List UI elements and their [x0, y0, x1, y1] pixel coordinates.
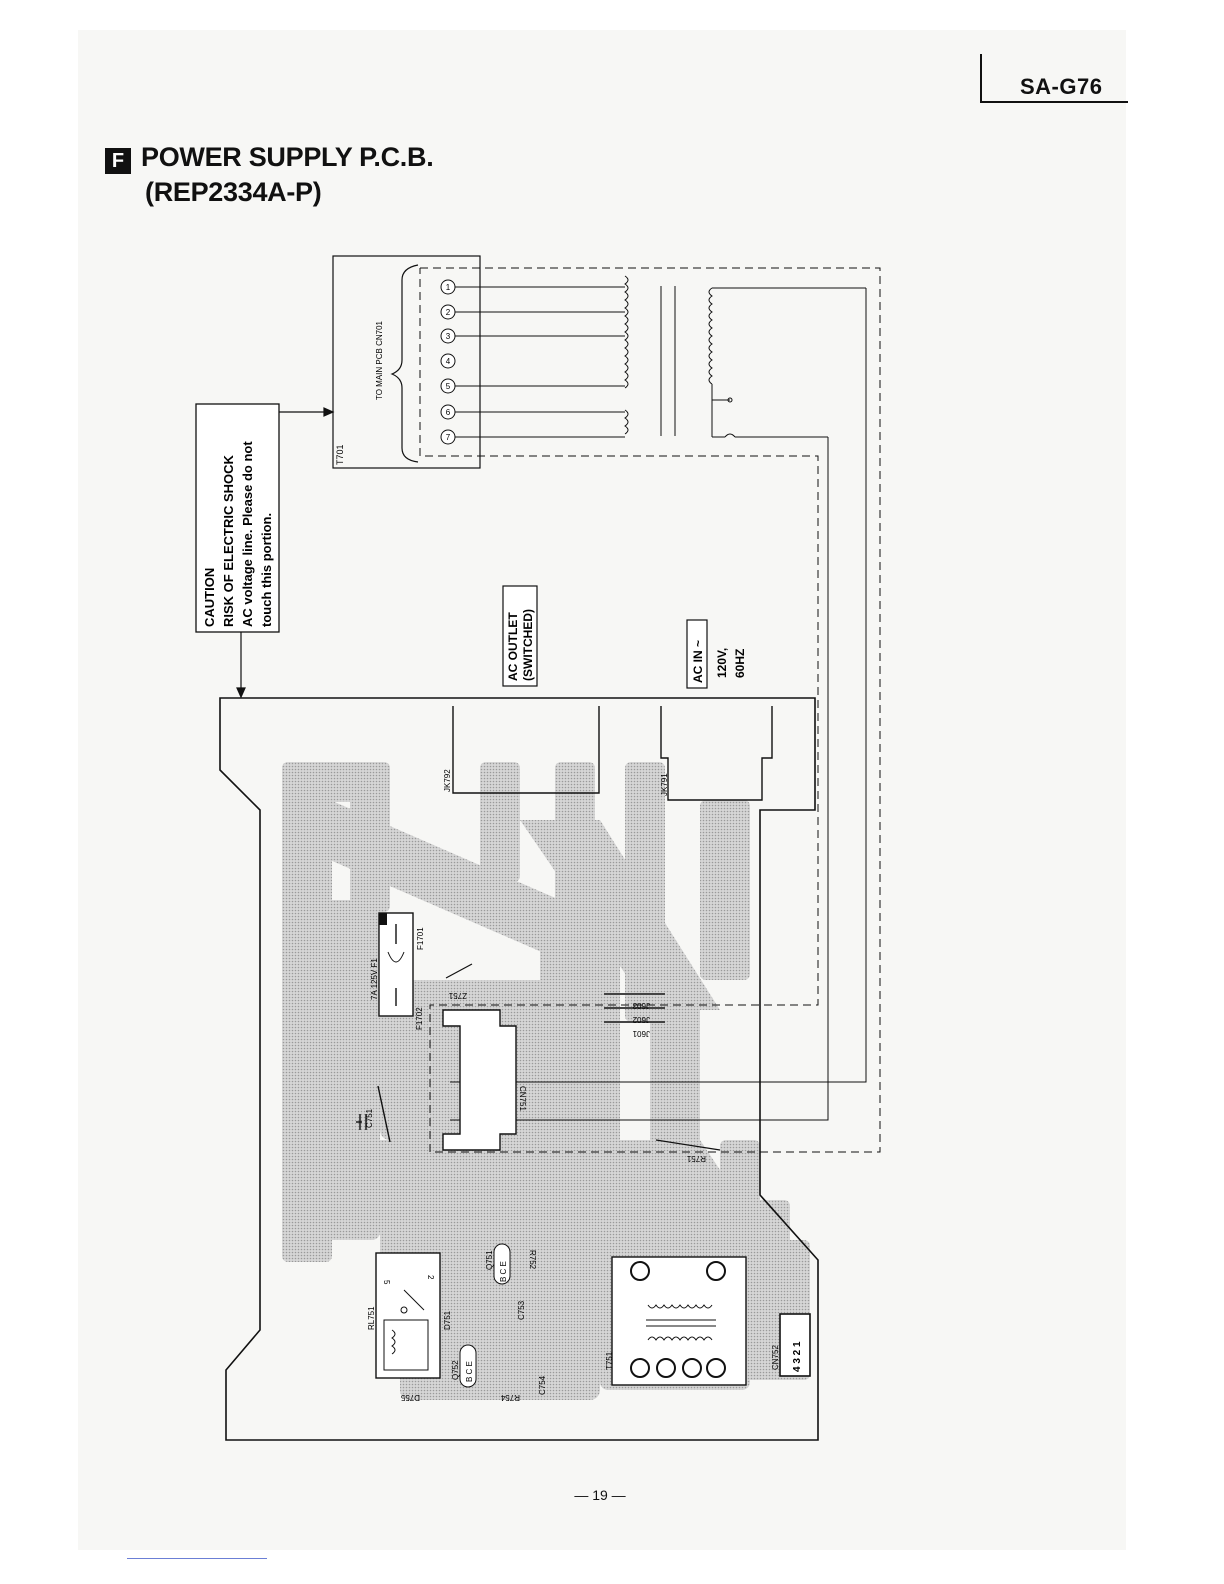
footer-link-underline [127, 1558, 267, 1559]
t701-pin-1: 1 [440, 279, 456, 295]
svg-text:7: 7 [446, 433, 451, 442]
svg-text:5: 5 [446, 382, 451, 391]
svg-text:2: 2 [426, 1275, 435, 1280]
svg-text:AC IN ~: AC IN ~ [691, 640, 705, 683]
j602-label: J602 [632, 1015, 650, 1024]
section-part-number: (REP2334A-P) [145, 177, 322, 207]
svg-text:3: 3 [446, 332, 451, 341]
ac-in-label: AC IN ~ 120V, 60HZ [686, 619, 747, 689]
cn752-label: CN752 [771, 1345, 780, 1370]
board-outline [219, 697, 819, 1441]
t701-outline [332, 255, 481, 469]
page-number: — 19 — [574, 1487, 626, 1503]
section-title-text: POWER SUPPLY P.C.B. [141, 142, 434, 172]
fuse-holder-a-label: F1701 [416, 927, 425, 950]
c751-label: C751 [365, 1108, 374, 1128]
svg-text:B C E: B C E [499, 1261, 508, 1282]
svg-text:(SWITCHED): (SWITCHED) [521, 609, 535, 681]
transformer-t751 [611, 1256, 747, 1386]
small-components: D755 D751 B C E Q752 B C E Q751 R752 C75… [400, 1243, 547, 1402]
transformer-windings [455, 275, 866, 438]
t701-note: TO MAIN PCB CN701 [375, 320, 384, 400]
svg-text:120V,: 120V, [715, 648, 729, 678]
q751-label: Q751 [485, 1250, 494, 1270]
jumpers [604, 993, 665, 1023]
c754-label: C754 [538, 1375, 547, 1395]
transistor-q751: B C E [493, 1243, 511, 1285]
svg-text:4 3 2 1: 4 3 2 1 [792, 1341, 803, 1372]
t701-pin-3: 3 [440, 328, 456, 344]
z751-label: Z751 [448, 991, 467, 1000]
t751-label: T751 [605, 1351, 614, 1370]
j601-label: J601 [632, 1029, 650, 1038]
section-title: POWER SUPPLY P.C.B. (REP2334A-P) [141, 140, 434, 210]
jack-jk792 [452, 706, 600, 794]
svg-text:4: 4 [446, 357, 451, 366]
t701-pin-6: 6 [440, 404, 456, 420]
capacitor-c751 [356, 1085, 391, 1143]
svg-text:AC OUTLET: AC OUTLET [506, 612, 520, 681]
d751-label: D751 [443, 1310, 452, 1330]
svg-text:B C E: B C E [465, 1361, 474, 1382]
jk791-label: JK791 [660, 773, 669, 796]
fuse-f1 [378, 912, 414, 1017]
solid-wiring [450, 288, 867, 1121]
t701-pin-2: 2 [440, 304, 456, 320]
header-rule [980, 54, 982, 102]
caution-line-3: AC voltage line. Please do not [240, 441, 255, 627]
j603-label: J603 [632, 1001, 650, 1010]
svg-text:2: 2 [446, 308, 451, 317]
svg-text:6: 6 [446, 408, 451, 417]
r754-label: R754 [500, 1393, 520, 1402]
c753-label: C753 [517, 1300, 526, 1320]
rl751-label: RL751 [367, 1306, 376, 1330]
caution-line-1: CAUTION [202, 568, 217, 627]
q752-label: Q752 [451, 1360, 460, 1380]
section-letter-badge: F [105, 148, 131, 174]
relay-rl751: 5 2 [375, 1252, 441, 1379]
d755-label: D755 [400, 1393, 420, 1402]
r752-label: R752 [528, 1250, 537, 1270]
fuse-label: 7A 125V F1 [370, 958, 379, 1000]
header-rule [980, 101, 1128, 103]
r751-label: R751 [686, 1154, 706, 1163]
t701-pin-4: 4 [440, 353, 456, 369]
svg-text:1: 1 [446, 283, 451, 292]
transistor-q752: B C E [459, 1344, 477, 1388]
transformer-t701 [332, 255, 481, 469]
t701-pin-7: 7 [440, 429, 456, 445]
caution-line-4: touch this portion. [259, 513, 274, 627]
t701-pin-5: 5 [440, 378, 456, 394]
connector-cn752: 4 3 2 1 [779, 1313, 811, 1377]
t701-label: T701 [335, 444, 345, 465]
fuse-holder-b-label: F1702 [415, 1007, 424, 1030]
cn751-label: CN751 [518, 1086, 527, 1111]
caution-arrows [236, 407, 335, 699]
caution-line-2: RISK OF ELECTRIC SHOCK [221, 454, 236, 627]
svg-text:5: 5 [382, 1280, 391, 1285]
dashed-wiring [419, 267, 881, 1153]
model-number: SA-G76 [1020, 74, 1103, 99]
jack-jk791 [660, 706, 773, 801]
connector-cn751 [442, 1009, 517, 1151]
svg-text:60HZ: 60HZ [733, 649, 747, 678]
ac-outlet-label: AC OUTLET (SWITCHED) [502, 585, 538, 687]
jk792-label: JK792 [443, 769, 452, 792]
caution-box: CAUTION RISK OF ELECTRIC SHOCK AC voltag… [195, 403, 280, 633]
